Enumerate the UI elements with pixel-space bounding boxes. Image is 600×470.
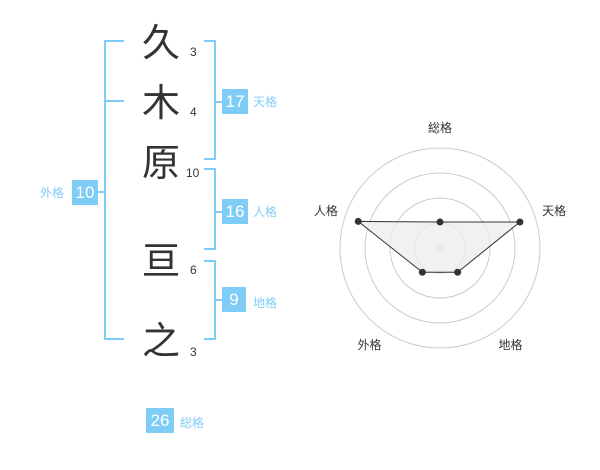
jinkaku-bracket-bottom [204, 248, 216, 250]
name-char-4: 亘 [142, 239, 181, 283]
radar-data-polygon [356, 220, 522, 273]
radar-axis-label-4: 外格 [357, 337, 381, 352]
jinkaku-bracket-connector [214, 211, 222, 213]
jinkaku-label: 人格 [253, 205, 278, 219]
gaikaku-bracket-top [104, 40, 124, 42]
chikaku-label: 地格 [253, 296, 278, 310]
jinkaku-bracket-vertical [214, 168, 216, 250]
chikaku-bracket-connector [214, 299, 222, 301]
jinkaku-value: 16 [222, 199, 248, 224]
name-char-3: 原 [142, 141, 181, 185]
jinkaku-bracket-top [204, 168, 216, 170]
chikaku-bracket-bottom [204, 338, 216, 340]
stroke-count-4: 6 [190, 263, 197, 277]
radar-point-2 [516, 218, 524, 226]
radar-axis-label-1: 総格 [428, 120, 452, 135]
chikaku-bracket-top [204, 260, 216, 262]
gaikaku-bracket-vertical [104, 40, 106, 340]
name-char-2: 木 [142, 81, 181, 125]
gaikaku-value: 10 [72, 180, 98, 205]
radar-point-5 [354, 217, 362, 225]
tenkaku-label: 天格 [253, 95, 278, 109]
stroke-count-1: 3 [190, 45, 197, 59]
radar-grid-ring [389, 197, 491, 299]
soukaku-label: 総格 [180, 416, 205, 430]
tenkaku-bracket-vertical [214, 40, 216, 160]
radar-axis-label-2: 天格 [542, 203, 566, 218]
radar-point-4 [418, 268, 426, 276]
name-char-5: 之 [142, 319, 181, 363]
stroke-count-2: 4 [190, 105, 197, 119]
tenkaku-value: 17 [222, 89, 248, 114]
tenkaku-bracket-bottom [204, 158, 216, 160]
radar-grid-ring [339, 147, 541, 349]
radar-point-1 [436, 218, 444, 226]
gaikaku-bracket-bottom [104, 338, 124, 340]
stroke-count-5: 3 [190, 345, 197, 359]
radar-grid-ring [364, 172, 516, 324]
tenkaku-bracket-top [204, 40, 216, 42]
name-char-1: 久 [142, 21, 181, 65]
chikaku-value: 9 [222, 287, 246, 312]
gaikaku-label: 外格 [40, 186, 65, 200]
radar-point-3 [454, 268, 462, 276]
radar-axis-label-5: 人格 [314, 203, 338, 218]
radar-axis-label-3: 地格 [499, 337, 523, 352]
gaikaku-bracket-upper-tick [104, 100, 124, 102]
stroke-count-3: 10 [186, 166, 200, 180]
gaikaku-bracket-connector [98, 191, 104, 193]
tenkaku-bracket-connector [214, 101, 222, 103]
soukaku-value: 26 [146, 408, 174, 433]
